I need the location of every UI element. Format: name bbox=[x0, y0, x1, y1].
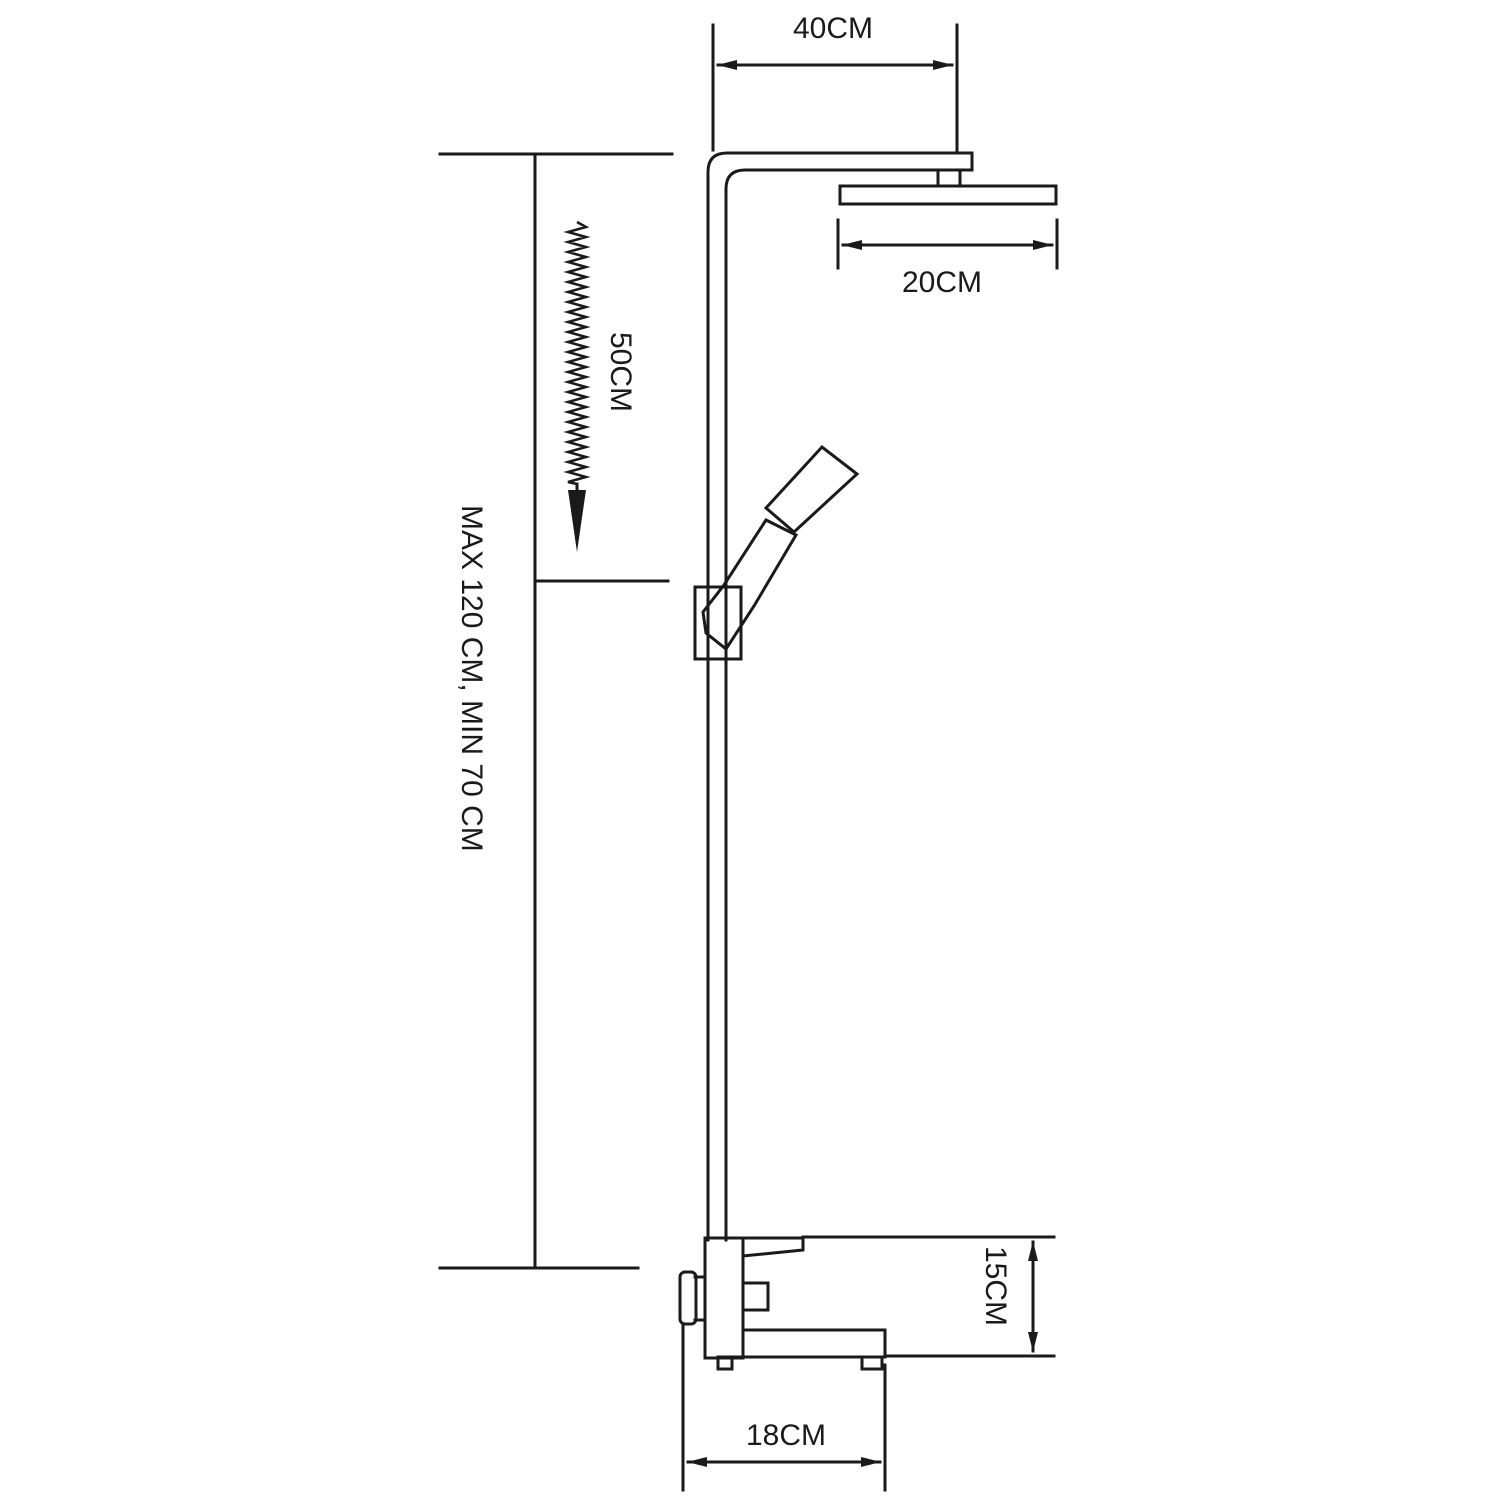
rail-height-label: MAX 120 CM, MIN 70 CM bbox=[455, 505, 488, 852]
arm-length-label: 40CM bbox=[793, 12, 873, 45]
hose-length-label: 50CM bbox=[604, 332, 637, 412]
rain-shower-head bbox=[838, 184, 1058, 206]
hose-coil bbox=[563, 220, 591, 486]
mixer-height-label: 15CM bbox=[979, 1246, 1012, 1326]
hose-length-indicator: 50CM bbox=[563, 220, 637, 552]
hand-shower-holder bbox=[693, 585, 743, 661]
shower-riser-rail bbox=[706, 151, 974, 1242]
spout-length-label: 18CM bbox=[746, 1419, 826, 1452]
head-width-dimension: 20CM bbox=[836, 218, 1059, 299]
bath-mixer bbox=[678, 1236, 887, 1371]
spout-length-dimension: 18CM bbox=[681, 1323, 887, 1492]
head-width-label: 20CM bbox=[902, 266, 982, 299]
arm-length-dimension: 40CM bbox=[711, 12, 959, 152]
rail-height-dimension: MAX 120 CM, MIN 70 CM bbox=[438, 152, 674, 1270]
mixer-height-dimension: 15CM bbox=[801, 1235, 1056, 1358]
hand-shower bbox=[701, 444, 860, 652]
